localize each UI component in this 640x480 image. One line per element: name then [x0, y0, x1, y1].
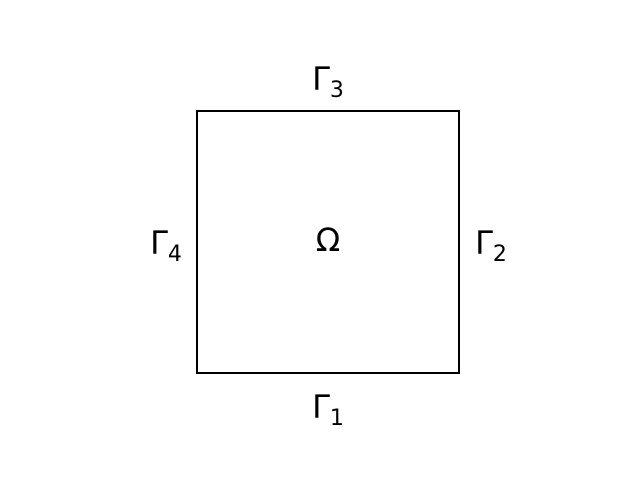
boundary-left-index: 4	[167, 242, 182, 268]
domain-label: Ω	[316, 224, 340, 256]
domain-symbol: Ω	[315, 221, 341, 259]
boundary-left-symbol: Γ	[150, 224, 168, 262]
boundary-label-top: Γ3	[312, 60, 344, 102]
boundary-bottom-index: 1	[329, 406, 344, 432]
boundary-label-right: Γ2	[475, 224, 507, 266]
boundary-label-bottom: Γ1	[312, 388, 344, 430]
boundary-top-symbol: Γ	[312, 60, 330, 98]
boundary-right-symbol: Γ	[475, 224, 493, 262]
boundary-right-index: 2	[492, 242, 507, 268]
boundary-label-left: Γ4	[150, 224, 182, 266]
boundary-bottom-symbol: Γ	[312, 388, 330, 426]
domain-boundary-square	[196, 110, 460, 374]
boundary-top-index: 3	[329, 78, 344, 104]
